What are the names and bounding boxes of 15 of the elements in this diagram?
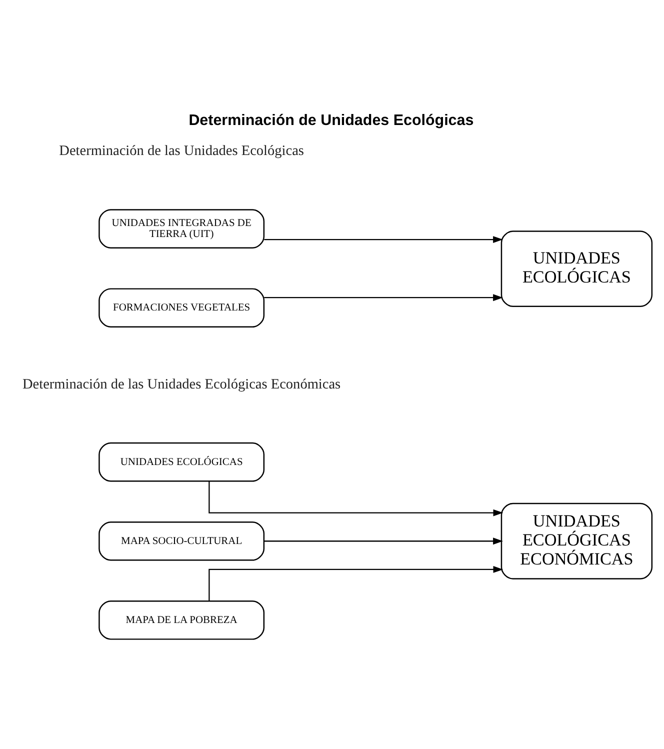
diagram-title: Determinación de Unidades Ecológicas xyxy=(188,112,474,129)
label: Determinación de las Unidades Ecológicas xyxy=(59,143,304,160)
node-box: MAPA DE LA POBREZA xyxy=(98,600,265,640)
arrow xyxy=(264,294,503,302)
node-box: UNIDADES INTEGRADAS DE TIERRA (UIT) xyxy=(98,209,265,248)
arrow xyxy=(264,538,503,545)
node-box: FORMACIONES VEGETALES xyxy=(98,288,265,328)
node-box: MAPA SOCIO-CULTURAL xyxy=(98,521,265,561)
label: Determinación de las Unidades Ecológicas Económicas xyxy=(22,376,341,392)
arrow xyxy=(208,481,504,516)
node-box: UNIDADES ECOLÓGICAS xyxy=(98,442,265,482)
arrow xyxy=(208,566,504,601)
node-box: UNIDADES ECOLÓGICAS xyxy=(500,230,653,308)
arrow xyxy=(264,236,503,243)
node-box: UNIDADES ECOLÓGICAS ECONÓMICAS xyxy=(500,502,653,580)
